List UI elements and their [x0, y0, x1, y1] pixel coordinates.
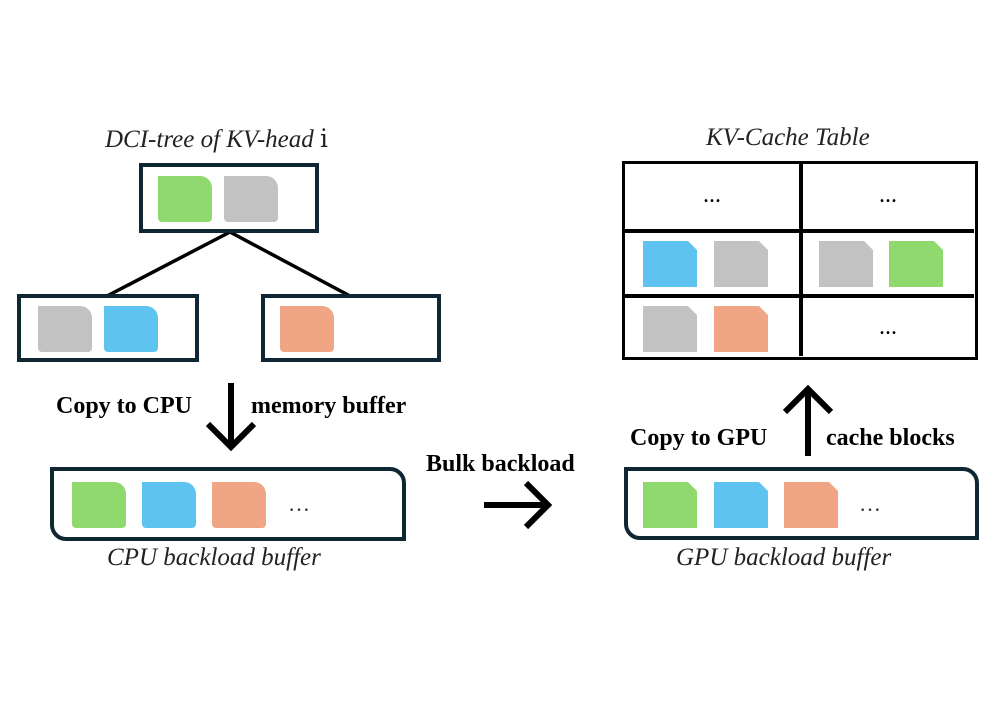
- cache-blocks-label: cache blocks: [826, 425, 955, 451]
- kv-block-green: [158, 176, 212, 222]
- table-divider-horizontal: [625, 294, 974, 298]
- gpu-buffer-ellipsis: …: [859, 491, 882, 516]
- dci-tree-title-var: i: [320, 124, 329, 153]
- up-arrow-icon: [782, 384, 834, 456]
- bulk-backload-label: Bulk backload: [426, 451, 575, 477]
- kv-block-blue: [643, 241, 697, 287]
- copy-to-cpu-label: Copy to CPU: [56, 393, 192, 419]
- kv-block-blue: [714, 482, 768, 528]
- kv-block-gray: [643, 306, 697, 352]
- kv-block-gray: [38, 306, 92, 352]
- kv-cache-table: ... ... ...: [622, 161, 978, 360]
- kv-block-gray: [714, 241, 768, 287]
- dci-tree-title-text: DCI-tree of KV-head: [105, 126, 321, 153]
- table-cell-ellipsis: ...: [703, 182, 721, 208]
- table-cell-ellipsis: ...: [879, 314, 897, 340]
- kv-block-green: [72, 482, 126, 528]
- copy-to-gpu-label: Copy to GPU: [630, 425, 768, 451]
- table-divider-vertical: [799, 164, 803, 356]
- kv-table-title: KV-Cache Table: [706, 124, 870, 151]
- down-arrow-icon: [205, 383, 257, 452]
- memory-buffer-label: memory buffer: [251, 393, 407, 419]
- kv-block-green: [643, 482, 697, 528]
- kv-block-gray: [224, 176, 278, 222]
- table-divider-horizontal: [625, 229, 974, 233]
- kv-block-green: [889, 241, 943, 287]
- tree-root-node: [139, 163, 319, 233]
- cpu-backload-buffer: …: [50, 467, 406, 541]
- tree-edge-left: [106, 230, 231, 298]
- kv-block-gray: [819, 241, 873, 287]
- cpu-buffer-caption: CPU backload buffer: [107, 544, 321, 571]
- kv-block-orange: [212, 482, 266, 528]
- tree-edge-right: [229, 230, 351, 298]
- gpu-backload-buffer: …: [624, 467, 979, 540]
- gpu-buffer-caption: GPU backload buffer: [676, 544, 892, 571]
- cpu-buffer-ellipsis: …: [288, 491, 311, 516]
- kv-block-blue: [104, 306, 158, 352]
- tree-left-child-node: [17, 294, 199, 362]
- right-arrow-icon: [484, 480, 553, 530]
- kv-block-orange: [280, 306, 334, 352]
- tree-right-child-node: [261, 294, 441, 362]
- kv-block-blue: [142, 482, 196, 528]
- kv-block-orange: [714, 306, 768, 352]
- table-cell-ellipsis: ...: [879, 182, 897, 208]
- kv-block-orange: [784, 482, 838, 528]
- dci-tree-title: DCI-tree of KV-head i: [105, 124, 328, 154]
